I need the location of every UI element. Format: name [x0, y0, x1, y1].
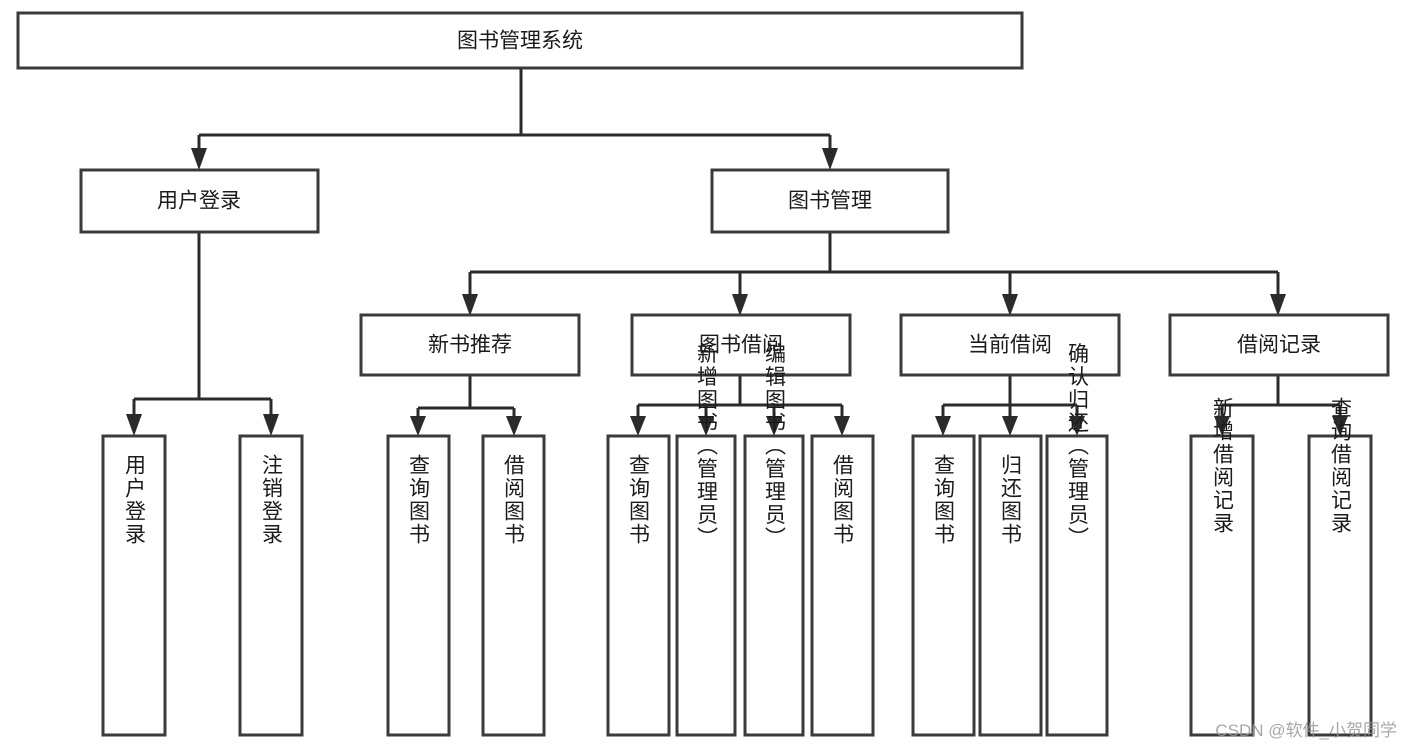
arrowhead-borrow-record	[1270, 294, 1286, 316]
leaf-record-add[interactable]: 新增借阅记录	[1189, 397, 1255, 737]
node-root-system[interactable]: 图书管理系统	[16, 11, 1024, 70]
leaf-borrow-edit-book-label: 编辑图书（管理员）	[763, 343, 787, 550]
leaf-current-confirm-return-label: 确认归还（管理员）	[1066, 343, 1090, 550]
node-borrow-record-box[interactable]	[1168, 313, 1390, 377]
arrowhead-user-login	[191, 148, 207, 170]
arrowhead-record-query	[1332, 416, 1348, 436]
leaf-record-add-label: 新增借阅记录	[1211, 397, 1235, 535]
leaf-borrow-edit-book[interactable]: 编辑图书（管理员）	[743, 343, 805, 737]
leaf-record-query-box[interactable]	[1307, 434, 1373, 737]
leaf-newbook-borrow-book[interactable]: 借阅图书	[481, 434, 546, 737]
leaf-current-query-book-label: 查询图书	[932, 454, 956, 546]
leaf-borrow-lend-book-label: 借阅图书	[831, 454, 855, 546]
arrowhead-record-add	[1214, 416, 1230, 436]
node-book-borrow[interactable]: 图书借阅	[630, 313, 852, 377]
leaf-borrow-edit-book-box[interactable]	[743, 434, 805, 737]
arrowhead-current-return	[1002, 416, 1018, 436]
arrowhead-book-manage	[822, 148, 838, 170]
leaf-newbook-query-book-box[interactable]	[386, 434, 451, 737]
node-book-borrow-box[interactable]	[630, 313, 852, 377]
connector-group-book-borrow	[630, 375, 850, 436]
node-root-system-label: 图书管理系统	[457, 30, 583, 53]
arrowhead-newbook-borrow	[506, 416, 522, 436]
node-current-borrow-box[interactable]	[899, 313, 1121, 377]
arrowhead-new-book	[462, 294, 478, 316]
node-user-login[interactable]: 用户登录	[79, 168, 320, 234]
node-current-borrow[interactable]: 当前借阅	[899, 313, 1121, 377]
node-current-borrow-label: 当前借阅	[968, 334, 1052, 357]
node-root-system-box[interactable]	[16, 11, 1024, 70]
node-new-book-recommend-box[interactable]	[359, 313, 581, 377]
arrowhead-borrow-query	[630, 416, 646, 436]
leaf-logout[interactable]: 注销登录	[238, 434, 304, 737]
leaf-borrow-add-book[interactable]: 新增图书（管理员）	[675, 343, 737, 737]
arrowhead-newbook-query	[410, 416, 426, 436]
arrowhead-leaf-logout	[263, 414, 279, 436]
leaf-current-query-book[interactable]: 查询图书	[911, 434, 976, 737]
leaf-newbook-borrow-book-label: 借阅图书	[502, 454, 526, 546]
arrowhead-borrow-edit	[766, 416, 782, 436]
node-book-borrow-label: 图书借阅	[699, 334, 783, 357]
node-new-book-recommend[interactable]: 新书推荐	[359, 313, 581, 377]
leaf-borrow-query-book-box[interactable]	[606, 434, 671, 737]
leaf-borrow-add-book-label: 新增图书（管理员）	[695, 343, 719, 550]
node-new-book-recommend-label: 新书推荐	[428, 334, 512, 357]
connector-group-user-login	[126, 232, 279, 436]
arrowhead-borrow-lend	[834, 416, 850, 436]
arrowhead-current-confirm	[1069, 416, 1085, 436]
leaf-newbook-query-book[interactable]: 查询图书	[386, 434, 451, 737]
leaf-user-login-box[interactable]	[101, 434, 167, 737]
node-borrow-record-label: 借阅记录	[1237, 334, 1321, 357]
leaf-newbook-borrow-book-box[interactable]	[481, 434, 546, 737]
leaf-current-return-book-label: 归还图书	[999, 454, 1023, 546]
node-book-manage-label: 图书管理	[788, 190, 872, 213]
leaf-borrow-query-book-label: 查询图书	[627, 454, 651, 546]
leaf-current-return-book[interactable]: 归还图书	[978, 434, 1043, 737]
leaf-record-query[interactable]: 查询借阅记录	[1307, 397, 1373, 737]
arrowhead-borrow-add	[698, 416, 714, 436]
node-user-login-label: 用户登录	[157, 190, 241, 213]
leaf-newbook-query-book-label: 查询图书	[407, 454, 431, 546]
node-book-manage-box[interactable]	[710, 168, 950, 234]
arrowhead-book-borrow	[732, 294, 748, 316]
leaf-current-return-book-box[interactable]	[978, 434, 1043, 737]
node-user-login-box[interactable]	[79, 168, 320, 234]
leaf-user-login-label: 用户登录	[123, 454, 147, 546]
leaf-current-confirm-return[interactable]: 确认归还（管理员）	[1045, 343, 1109, 737]
leaf-logout-box[interactable]	[238, 434, 304, 737]
node-book-manage[interactable]: 图书管理	[710, 168, 950, 234]
leaf-borrow-add-book-box[interactable]	[675, 434, 737, 737]
connector-group-book-manage	[462, 232, 1286, 316]
leaf-borrow-lend-book-box[interactable]	[810, 434, 875, 737]
arrowhead-current-borrow	[1002, 294, 1018, 316]
leaf-current-query-book-box[interactable]	[911, 434, 976, 737]
leaf-current-confirm-return-box[interactable]	[1045, 434, 1109, 737]
leaf-logout-label: 注销登录	[260, 454, 284, 546]
connector-group-root	[191, 68, 838, 170]
leaf-record-query-label: 查询借阅记录	[1329, 397, 1353, 535]
arrowhead-current-query	[935, 416, 951, 436]
arrowhead-leaf-user-login	[126, 414, 142, 436]
leaf-record-add-box[interactable]	[1189, 434, 1255, 737]
connector-group-current-borrow	[935, 375, 1085, 436]
connector-group-borrow-record	[1214, 375, 1348, 436]
leaf-borrow-lend-book[interactable]: 借阅图书	[810, 434, 875, 737]
node-borrow-record[interactable]: 借阅记录	[1168, 313, 1390, 377]
leaf-borrow-query-book[interactable]: 查询图书	[606, 434, 671, 737]
leaf-user-login[interactable]: 用户登录	[101, 434, 167, 737]
connector-group-new-book	[410, 375, 522, 436]
